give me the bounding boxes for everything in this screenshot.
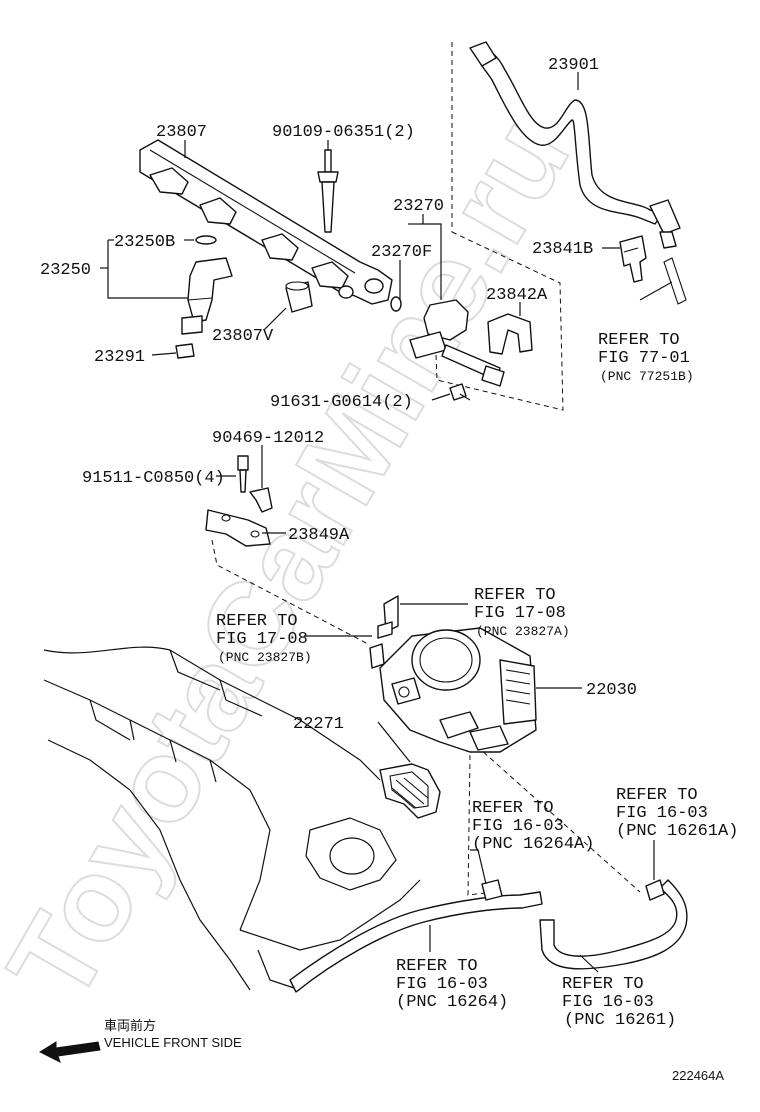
figure-id: 222464A [672, 1068, 724, 1083]
refer-16264-line1: REFER TO [396, 957, 478, 976]
part-labels: 23901 23807 90109-06351(2) 23270 23250B … [40, 56, 637, 734]
hose-23827B[interactable] [369, 643, 385, 669]
label-90109-06351: 90109-06351(2) [272, 123, 415, 142]
label-23291: 23291 [94, 348, 145, 367]
refer-16264-line3: (PNC 16264) [396, 993, 508, 1012]
label-23807V: 23807V [212, 327, 274, 346]
refer-16264A-line1: REFER TO [472, 799, 554, 818]
refer-16261-line3: (PNC 16261) [564, 1011, 676, 1030]
refer-77-01-line3: (PNC 77251B) [600, 369, 694, 384]
label-23270F: 23270F [371, 243, 432, 262]
hose-16264[interactable] [289, 879, 543, 993]
label-23250: 23250 [40, 261, 91, 280]
bolt-90109[interactable] [317, 149, 339, 233]
refer-16261A-line1: REFER TO [616, 786, 698, 805]
refer-16-03-16261A: REFER TO FIG 16-03 (PNC 16261A) [616, 786, 738, 841]
refer-77-01-line2: FIG 77-01 [598, 349, 690, 368]
label-23841B: 23841B [532, 240, 593, 259]
refer-77-01-line1: REFER TO [598, 331, 680, 350]
gasket-22271[interactable] [379, 763, 441, 819]
refer-16-03-16261: REFER TO FIG 16-03 (PNC 16261) [562, 975, 676, 1030]
bolt-91631[interactable] [449, 383, 471, 401]
hose-23827A[interactable] [377, 595, 399, 639]
refer-17-08-a: REFER TO FIG 17-08 (PNC 23827A) [474, 586, 570, 639]
insulator-23807V[interactable] [285, 281, 313, 313]
label-23807: 23807 [156, 123, 207, 142]
label-23842A: 23842A [486, 286, 548, 305]
direction-japanese: 車両前方 [104, 1018, 156, 1033]
label-23270: 23270 [393, 197, 444, 216]
refer-16264-line2: FIG 16-03 [396, 975, 488, 994]
injector-23250[interactable] [181, 257, 233, 335]
refer-17-08-a-line1: REFER TO [474, 586, 556, 605]
clip-23842A[interactable] [487, 313, 533, 355]
pressure-regulator-23270[interactable] [409, 299, 505, 387]
leader-lines [100, 72, 673, 973]
refer-17-08-a-line2: FIG 17-08 [474, 604, 566, 623]
refer-17-08-b: REFER TO FIG 17-08 (PNC 23827B) [216, 612, 312, 665]
o-ring-23270F[interactable] [390, 296, 402, 312]
refer-17-08-b-line3: (PNC 23827B) [218, 650, 312, 665]
throttle-body-22030[interactable] [379, 627, 537, 753]
refer-16261-line1: REFER TO [562, 975, 644, 994]
label-22271: 22271 [293, 715, 344, 734]
o-ring-23250B[interactable] [195, 235, 217, 245]
label-90469-12012: 90469-12012 [212, 429, 324, 448]
hose-16261[interactable] [539, 879, 688, 970]
label-22030: 22030 [586, 681, 637, 700]
front-arrow-icon [38, 1041, 101, 1063]
seal-23291[interactable] [175, 343, 195, 359]
refer-17-08-b-line2: FIG 17-08 [216, 630, 308, 649]
clip-23841B[interactable] [619, 235, 647, 283]
label-23250B: 23250B [114, 233, 175, 252]
refer-77-01: REFER TO FIG 77-01 (PNC 77251B) [598, 331, 694, 384]
fuel-delivery-pipe-23807[interactable] [139, 139, 393, 305]
refer-16261A-line2: FIG 16-03 [616, 804, 708, 823]
direction-english: VEHICLE FRONT SIDE [104, 1035, 242, 1050]
label-23849A: 23849A [288, 526, 350, 545]
refer-16-03-16264: REFER TO FIG 16-03 (PNC 16264) [396, 957, 508, 1012]
label-23901: 23901 [548, 56, 599, 75]
refer-16264A-line2: FIG 16-03 [472, 817, 564, 836]
refer-16261-line2: FIG 16-03 [562, 993, 654, 1012]
vehicle-front-indicator: 車両前方 VEHICLE FRONT SIDE [38, 1018, 242, 1063]
refer-17-08-b-line1: REFER TO [216, 612, 298, 631]
fuel-hose-23901[interactable] [469, 41, 687, 305]
refer-16261A-line3: (PNC 16261A) [616, 822, 738, 841]
bracket-23849A[interactable] [205, 455, 273, 547]
refer-17-08-a-line3: (PNC 23827A) [476, 624, 570, 639]
refer-16264A-line3: (PNC 16264A) [472, 835, 594, 854]
refer-16-03-16264A: REFER TO FIG 16-03 (PNC 16264A) [472, 799, 594, 854]
label-91631-G0614: 91631-G0614(2) [270, 393, 413, 412]
label-91511-C0850: 91511-C0850(4) [82, 469, 225, 488]
engine-outline [43, 646, 421, 991]
